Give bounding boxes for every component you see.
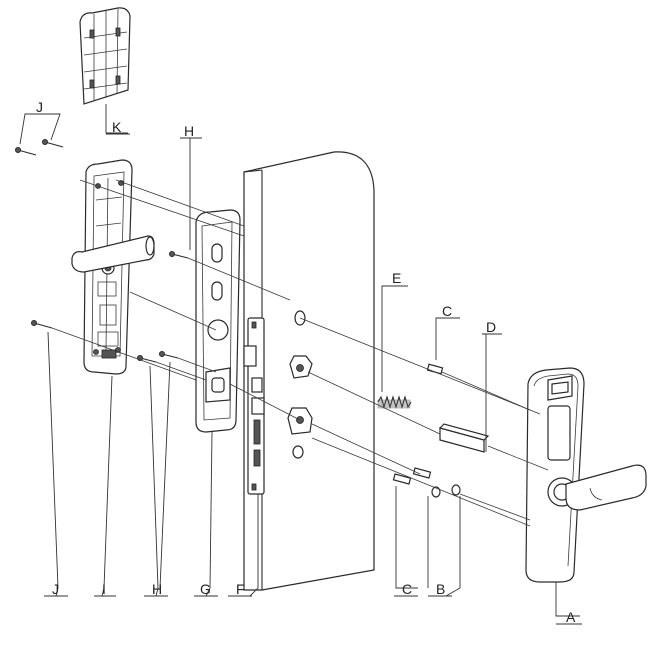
part-b-washers: [431, 484, 461, 498]
label-j-top: J: [36, 99, 43, 115]
label-k: K: [112, 119, 122, 135]
part-k-cover: [79, 7, 131, 105]
part-e-spring: [377, 395, 412, 409]
label-c-bottom: C: [402, 581, 412, 597]
label-i: I: [102, 581, 106, 597]
part-a-outer-handle: [525, 367, 647, 583]
labels: J K H E C D J I H G F C B A: [36, 99, 576, 625]
label-a: A: [566, 609, 576, 625]
label-h-top: H: [184, 123, 194, 139]
label-c-top: C: [442, 303, 452, 319]
part-f-mortise-lock: [243, 317, 265, 495]
label-b: B: [436, 581, 445, 597]
label-f: F: [236, 581, 245, 597]
part-h-screws-bottom: [136, 350, 179, 363]
label-e: E: [392, 270, 401, 286]
label-underlines: [30, 113, 582, 625]
label-d: D: [486, 319, 496, 335]
label-h-bottom: H: [152, 581, 162, 597]
label-g: G: [200, 581, 211, 597]
part-j-screws-top: [14, 138, 64, 156]
part-i-inner-housing: [71, 159, 155, 375]
part-c-pins-bottom: [392, 467, 432, 485]
label-j-bottom: J: [52, 581, 59, 597]
part-g-mounting-plate: [195, 209, 241, 433]
assembly-lines: [51, 179, 549, 527]
part-d-spindle-bar: [438, 423, 490, 453]
part-j-screw-bottom: [30, 319, 53, 329]
part-h-screw-top: [168, 250, 189, 259]
